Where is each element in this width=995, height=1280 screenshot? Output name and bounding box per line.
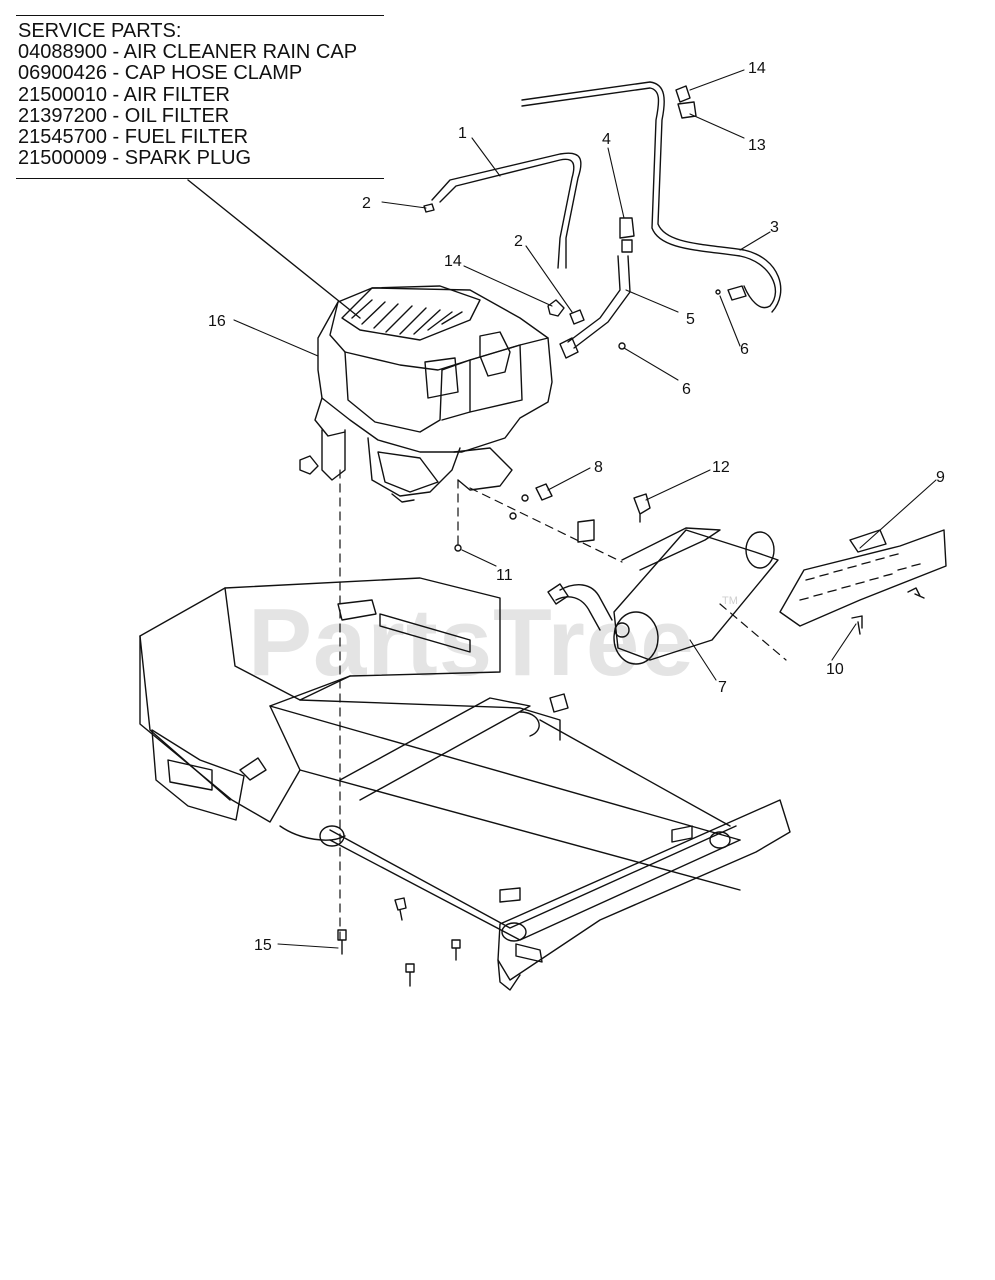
clamp-part-14-lower (547, 299, 565, 317)
clamp-a (577, 519, 595, 543)
callout-2-left: 2 (362, 195, 371, 212)
fitting-part-13 (677, 101, 697, 119)
callout-2-mid: 2 (514, 233, 523, 250)
callout-1: 1 (458, 125, 467, 142)
callout-5: 5 (686, 311, 695, 328)
fuel-line-part-3 (521, 81, 782, 313)
nut-part-6-left (618, 342, 626, 350)
engine (299, 285, 553, 503)
watermark-tm: TM (722, 595, 738, 607)
nut-part-11 (454, 544, 462, 552)
bolt-part-10-b (851, 615, 863, 635)
service-parts-bottom-rule (16, 178, 384, 179)
service-part-air-filter: 21500010 - AIR FILTER (18, 84, 230, 106)
callout-6-right: 6 (740, 341, 749, 358)
watermark-text: PartsTree (248, 589, 695, 696)
service-part-air-cleaner-rain-cap: 04088900 - AIR CLEANER RAIN CAP (18, 41, 358, 63)
fuel-filter-part-4 (619, 217, 635, 253)
muffler-part-7 (547, 527, 779, 665)
service-part-oil-filter: 21397200 - OIL FILTER (18, 105, 230, 127)
service-parts-heading: SERVICE PARTS: (18, 20, 182, 42)
callout-14-upper: 14 (748, 60, 766, 77)
service-part-fuel-filter: 21545700 - FUEL FILTER (18, 126, 249, 148)
fitting-part-2-mid (569, 309, 585, 325)
fitting-part-2-left (423, 203, 435, 213)
nut-part-6-right (715, 289, 721, 295)
bolt-b (451, 939, 461, 961)
clamp-part-14-upper (675, 85, 691, 103)
washer-b (509, 512, 517, 520)
clamp-part-8 (535, 483, 553, 501)
callout-3: 3 (770, 219, 779, 236)
service-list-leader (187, 179, 361, 319)
callout-9: 9 (936, 469, 945, 486)
callout-4: 4 (602, 131, 611, 148)
callout-15: 15 (254, 937, 272, 954)
service-parts-top-rule (16, 15, 384, 16)
callout-13: 13 (748, 137, 766, 154)
callout-10: 10 (826, 661, 844, 678)
bolt-c (405, 963, 415, 987)
washer-a (521, 494, 529, 502)
callout-14-lower: 14 (444, 253, 462, 270)
callout-leaders (233, 69, 937, 949)
callout-8: 8 (594, 459, 603, 476)
service-part-cap-hose-clamp: 06900426 - CAP HOSE CLAMP (18, 62, 303, 84)
service-part-spark-plug: 21500009 - SPARK PLUG (18, 147, 252, 169)
fuel-line-part-3-end (727, 285, 747, 301)
callout-12: 12 (712, 459, 730, 476)
callout-11: 11 (496, 567, 513, 584)
hose-part-1 (431, 152, 582, 269)
bolt-part-15 (337, 929, 347, 955)
bolt-a (394, 897, 407, 921)
heat-shield-part-9 (779, 529, 947, 627)
callout-6-lower: 6 (682, 381, 691, 398)
bolt-part-10-a (907, 587, 925, 599)
clamp-part-12 (633, 493, 651, 523)
hose-part-5 (559, 255, 631, 359)
callout-7: 7 (718, 679, 727, 696)
mower-frame (139, 577, 791, 991)
callout-16: 16 (208, 313, 226, 330)
assembly-dash-lines (339, 469, 787, 941)
